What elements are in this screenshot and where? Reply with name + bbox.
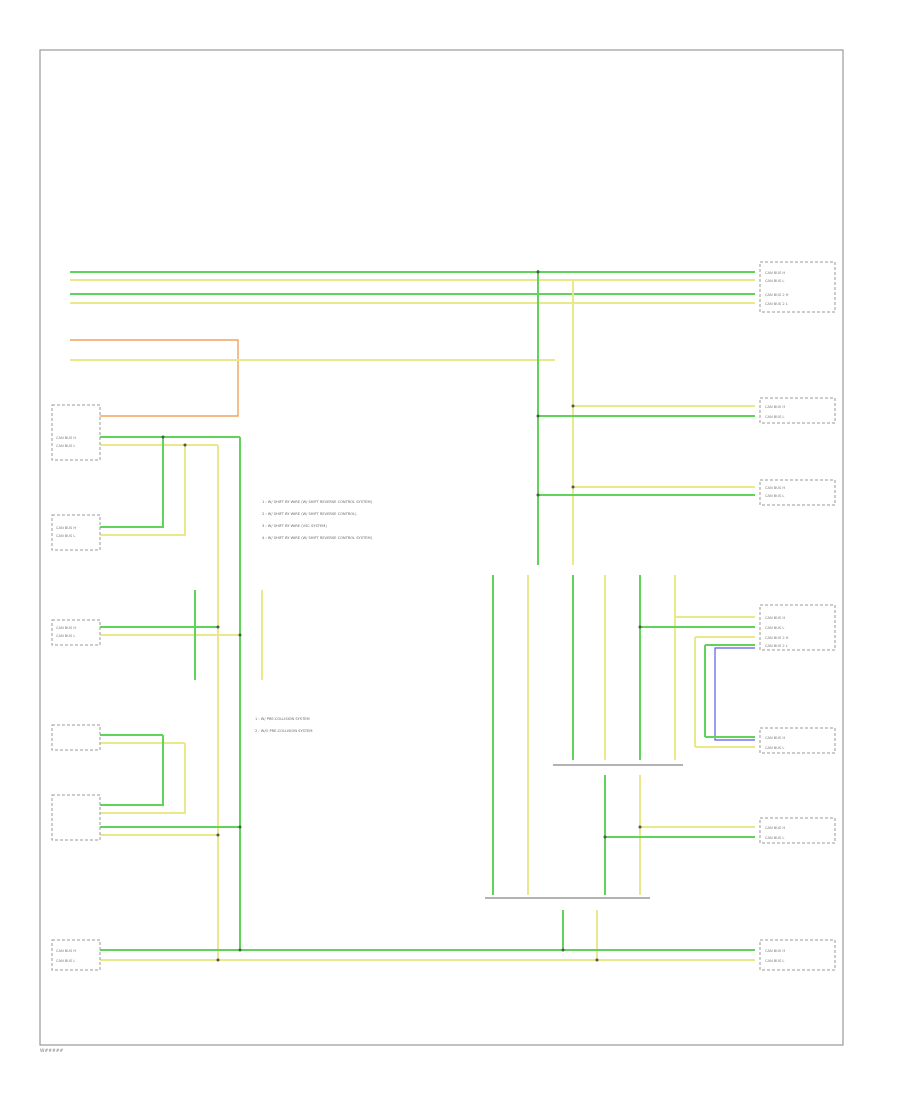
- connector-label: CAN BUS L: [765, 279, 784, 283]
- bottom-wires: [100, 949, 755, 961]
- diagram-code: W#####: [40, 1048, 64, 1054]
- connector-label: CAN BUS H: [765, 736, 785, 740]
- note-line: 3 : W/ SHIFT BY WIRE (VSC SYSTEM): [262, 524, 327, 528]
- connector-label: CAN BUS L: [56, 534, 75, 538]
- connector-label: CAN BUS 2 H: [765, 636, 789, 640]
- connector-label: CAN BUS H: [765, 271, 785, 275]
- connector-label: CAN BUS H: [56, 949, 76, 953]
- connector-label: CAN BUS H: [765, 616, 785, 620]
- diagram-frame: [39, 49, 844, 1046]
- connector-label: CAN BUS 2 L: [765, 644, 788, 648]
- notes-top: 1 : W/ SHIFT BY WIRE (W/ SHIFT REVERSE C…: [262, 500, 373, 540]
- note-line: 1 : W/ SHIFT BY WIRE (W/ SHIFT REVERSE C…: [262, 500, 373, 504]
- right-lower-branch: [485, 575, 755, 960]
- note-line: 2 : W/ SHIFT BY WIRE (W/ SHIFT REVERSE C…: [262, 512, 357, 516]
- connector-label: CAN BUS L: [765, 415, 784, 419]
- connector-label: CAN BUS H: [765, 949, 785, 953]
- connector-label: CAN BUS L: [765, 746, 784, 750]
- connector-label: CAN BUS H: [56, 526, 76, 530]
- connector-label: CAN BUS H: [765, 826, 785, 830]
- note-line: 4 : W/ SHIFT BY WIRE (W/ SHIFT REVERSE C…: [262, 536, 373, 540]
- connector-label: CAN BUS L: [56, 959, 75, 963]
- connector-label: CAN BUS H: [56, 436, 76, 440]
- connector-label: CAN BUS H: [56, 626, 76, 630]
- left-branch: [100, 436, 263, 960]
- note-line: 2 : W/O PRE-COLLISION SYSTEM: [255, 729, 312, 733]
- connector-label: CAN BUS L: [765, 626, 784, 630]
- connector-label: CAN BUS H: [765, 405, 785, 409]
- connector-label: CAN BUS L: [765, 836, 784, 840]
- note-line: 1 : W/ PRE-COLLISION SYSTEM: [255, 717, 310, 721]
- connector-label: CAN BUS 2 L: [765, 302, 788, 306]
- top-wires: [70, 271, 755, 417]
- notes-mid: 1 : W/ PRE-COLLISION SYSTEM 2 : W/O PRE-…: [255, 717, 312, 733]
- connector-label: CAN BUS 2 H: [765, 293, 789, 297]
- connector-label: CAN BUS L: [765, 959, 784, 963]
- connector-label: CAN BUS L: [765, 494, 784, 498]
- connector-label: CAN BUS L: [56, 444, 75, 448]
- splice-nodes: [161, 270, 642, 962]
- connector-label: CAN BUS H: [765, 486, 785, 490]
- connector-label: CAN BUS L: [56, 634, 75, 638]
- component-boxes: [51, 261, 836, 971]
- center-trunk: [537, 270, 755, 565]
- connector-labels: CAN BUS H CAN BUS L CAN BUS 2 H CAN BUS …: [56, 271, 789, 963]
